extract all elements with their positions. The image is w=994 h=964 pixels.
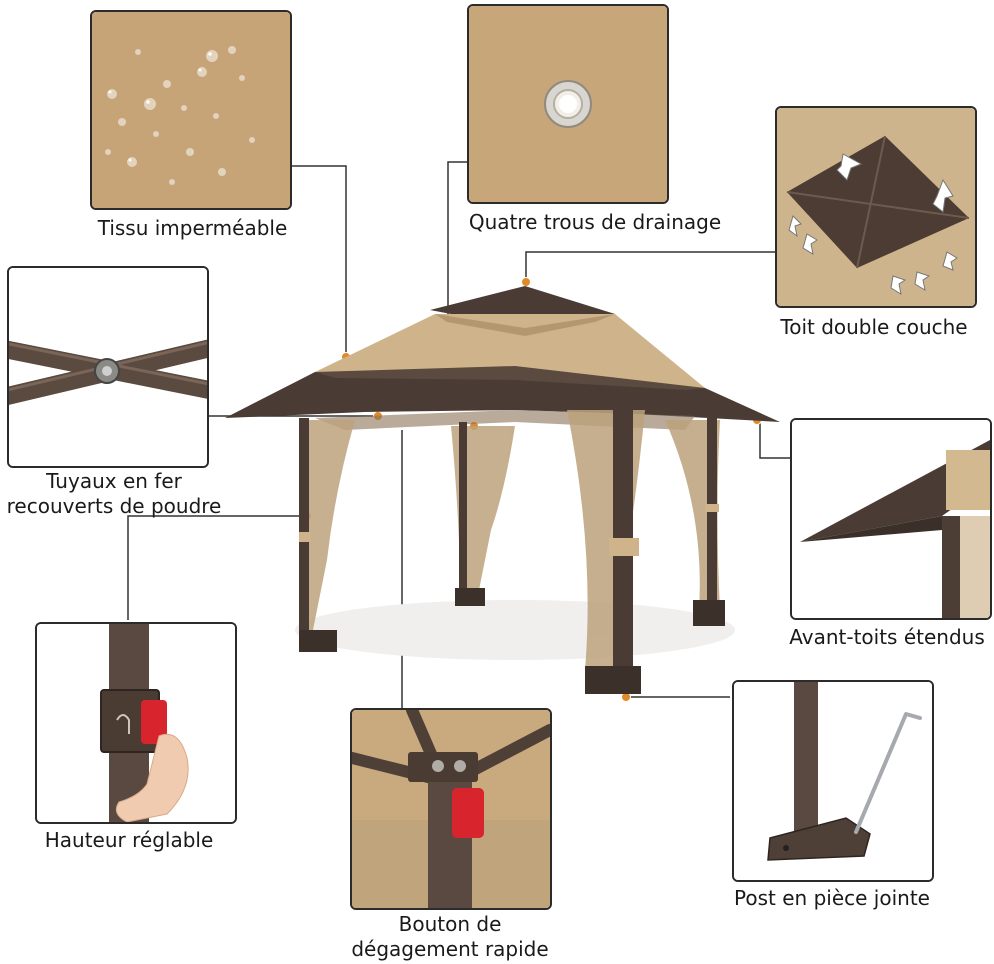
- height-lock-image: [37, 624, 235, 822]
- waterproof-fabric-panel: [90, 10, 292, 210]
- crossed-pipes-image: [9, 268, 207, 466]
- quick-release-panel: [350, 708, 552, 910]
- eave-image: [792, 420, 990, 618]
- double-roof-label: Toit double couche: [780, 315, 968, 339]
- drainage-holes-label: Quatre trous de drainage: [468, 210, 722, 234]
- extended-eaves-panel: [790, 418, 992, 620]
- gazebo-illustration: [215, 270, 795, 710]
- drainage-holes-panel: [467, 4, 669, 204]
- stake-image: [734, 682, 932, 880]
- adjustable-height-panel: [35, 622, 237, 824]
- quick-release-label-line2: dégagement rapide: [351, 937, 549, 961]
- grommet-image: [469, 6, 667, 202]
- double-roof-panel: [775, 106, 977, 308]
- iron-pipes-panel: [7, 266, 209, 468]
- iron-pipes-label-line2: recouverts de poudre: [6, 494, 222, 518]
- quick-release-label: Bouton de dégagement rapide: [330, 912, 570, 962]
- stake-post-label: Post en pièce jointe: [734, 886, 930, 910]
- waterproof-fabric-label: Tissu imperméable: [97, 216, 288, 240]
- iron-pipes-label: Tuyaux en fer recouverts de poudre: [0, 469, 228, 519]
- roof-vent-image: [777, 108, 975, 306]
- adjustable-height-label: Hauteur réglable: [44, 828, 214, 852]
- iron-pipes-label-line1: Tuyaux en fer: [46, 469, 182, 493]
- extended-eaves-label: Avant-toits étendus: [789, 625, 985, 649]
- water-droplets-image: [92, 12, 290, 208]
- release-button-image: [352, 710, 550, 908]
- stake-post-panel: [732, 680, 934, 882]
- quick-release-label-line1: Bouton de: [398, 912, 502, 936]
